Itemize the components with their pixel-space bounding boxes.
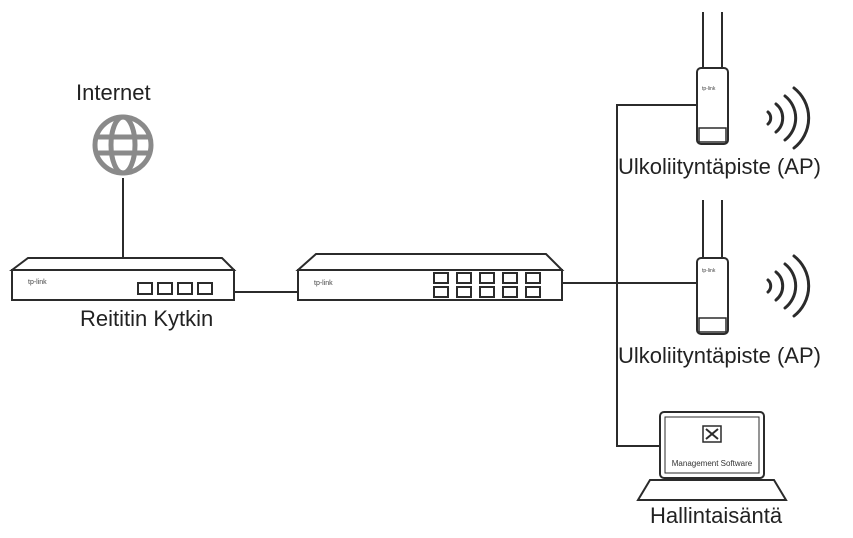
tools-icon [702, 425, 722, 443]
switch-brand: tp-link [314, 280, 333, 287]
wifi-signal-icon [766, 86, 811, 150]
router-ports [137, 282, 213, 295]
globe-icon [92, 114, 154, 176]
router-label: Reititin Kytkin [80, 306, 214, 331]
laptop-icon: Management Software [636, 411, 788, 501]
connection-lines [122, 104, 697, 447]
router-icon: tp-link [9, 257, 237, 301]
ap2-label: Ulkoliityntäpiste (AP) [618, 343, 821, 368]
ap2-brand: tp-link [702, 268, 716, 274]
switch-ports [433, 272, 541, 298]
internet-label: Internet [76, 80, 151, 105]
host-label: Hallintaisäntä [650, 503, 783, 528]
outdoor-ap-icon: tp-link [696, 200, 729, 335]
ap1-brand: tp-link [702, 86, 716, 92]
wifi-signal-icon [766, 254, 811, 318]
line-to-ap1 [616, 104, 697, 283]
line-to-host [616, 283, 660, 447]
ap1-label: Ulkoliityntäpiste (AP) [618, 154, 821, 179]
router-brand: tp-link [28, 279, 47, 286]
management-software-label: Management Software [672, 459, 753, 468]
switch-icon: tp-link [295, 253, 565, 301]
outdoor-ap-icon: tp-link [696, 12, 729, 145]
